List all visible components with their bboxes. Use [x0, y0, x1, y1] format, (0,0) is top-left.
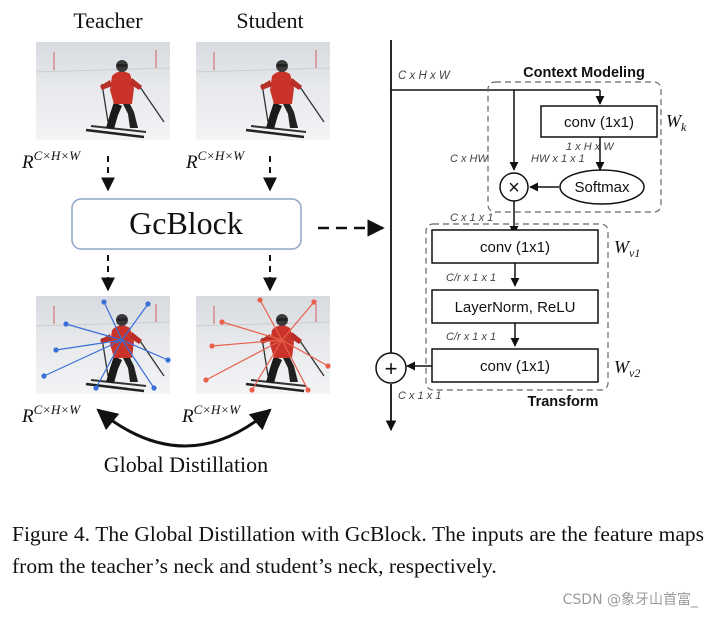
conv-wv2-label: conv (1x1): [480, 358, 550, 375]
gcblock-label: GcBlock: [129, 205, 243, 241]
input-dims-label: C x H x W: [398, 70, 451, 82]
conv-wk-label: conv (1x1): [564, 114, 634, 131]
dim-crx1x1-b: C/r x 1 x 1: [446, 331, 496, 343]
teacher-relation-image: [36, 296, 171, 394]
wv1-weight-label: Wv1: [614, 237, 640, 260]
add-symbol: +: [385, 356, 398, 381]
teacher-output-tensor-label: RC×H×W: [21, 402, 81, 427]
global-distillation-arc: [96, 408, 272, 448]
student-label: Student: [236, 8, 303, 33]
conv-wv1-label: conv (1x1): [480, 239, 550, 256]
student-tensor-label: RC×H×W: [185, 148, 245, 173]
conv-wv2-box: [431, 348, 599, 383]
conv-wv1-box: [431, 229, 599, 264]
watermark: CSDN @象牙山首富_: [562, 592, 698, 608]
softmax-label: Softmax: [574, 179, 630, 196]
context-modeling-title: Context Modeling: [523, 65, 645, 81]
dim-cxhw: C x HW: [450, 153, 490, 165]
dim-crx1x1-a: C/r x 1 x 1: [446, 272, 496, 284]
layernorm-relu-label: LayerNorm, ReLU: [455, 299, 576, 316]
wv2-weight-label: Wv2: [614, 357, 640, 380]
transform-title: Transform: [528, 394, 599, 410]
dim-hwx1x1: HW x 1 x 1: [531, 153, 585, 165]
student-feature-image: [196, 42, 330, 140]
context-modeling-box: [487, 81, 662, 213]
wk-weight-label: Wk: [666, 111, 687, 134]
global-distillation-label: Global Distillation: [104, 452, 268, 477]
student-output-tensor-label: RC×H×W: [181, 402, 241, 427]
softmax-node: [559, 169, 645, 205]
dim-1xhxw: 1 x H x W: [566, 141, 615, 153]
transform-box: [425, 223, 609, 391]
dim-cx1x1-bottom: C x 1 x 1: [398, 390, 441, 402]
multiply-symbol: ×: [508, 177, 520, 199]
dim-cx1x1-top: C x 1 x 1: [450, 212, 493, 224]
conv-wk-box: [540, 105, 658, 138]
student-relation-image: [196, 296, 331, 394]
teacher-tensor-label: RC×H×W: [21, 148, 81, 173]
figure-caption: Figure 4. The Global Distillation with G…: [12, 522, 704, 578]
add-node: [375, 352, 407, 384]
teacher-label: Teacher: [73, 8, 143, 33]
gcblock-box: [71, 198, 302, 250]
teacher-feature-image: [36, 42, 170, 140]
